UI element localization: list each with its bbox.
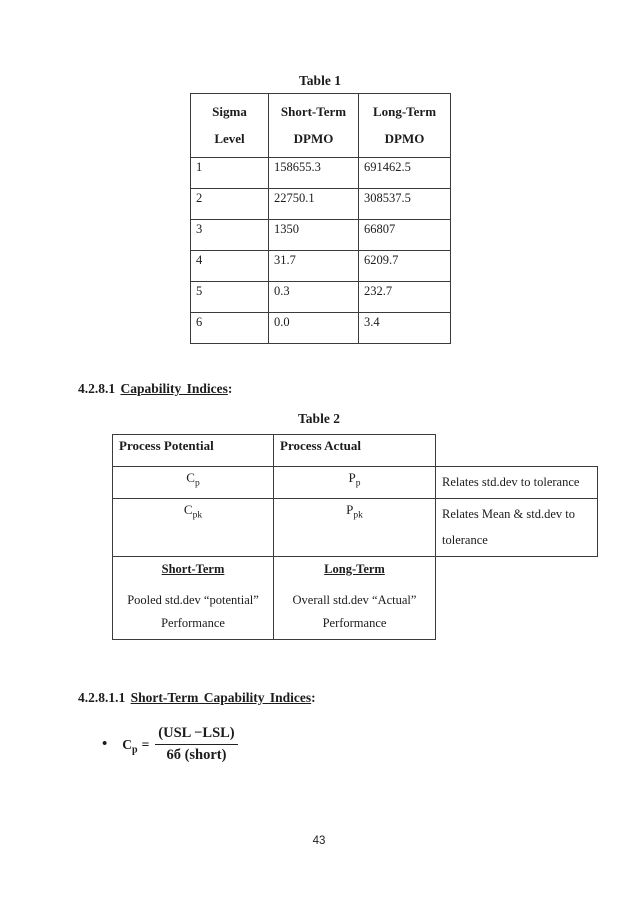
short-term-dpmo-cell: 1350: [268, 219, 359, 251]
short-term-dpmo-cell: 22750.1: [268, 188, 359, 220]
cp-formula: • Cp = (USL −LSL) 6б (short): [102, 725, 238, 764]
table1-header-row: Sigma Level Short-Term DPMO Long-Term DP…: [190, 93, 451, 158]
cp-symbol: C: [122, 736, 133, 752]
fraction-numerator: (USL −LSL): [155, 725, 238, 745]
section-number: 4.2.8.1.1: [78, 690, 126, 705]
long-term-dpmo-cell: 308537.5: [358, 188, 451, 220]
header-line: Level: [214, 131, 245, 146]
long-term-dpmo-cell: 6209.7: [358, 250, 451, 282]
short-term-dpmo-cell: 0.3: [268, 281, 359, 313]
sigma-level-cell: 2: [190, 188, 269, 220]
fraction-denominator: 6б (short): [166, 747, 227, 763]
section-title: Short-Term Capability Indices: [130, 690, 312, 705]
sigma-level-cell: 4: [190, 250, 269, 282]
ppk-subscript: pk: [353, 510, 363, 521]
formula-lhs: Cp: [122, 736, 138, 756]
cpk-symbol: C: [183, 502, 193, 517]
short-term-label: Short-Term: [161, 562, 225, 576]
table1-header-short-term-dpmo: Short-Term DPMO: [268, 93, 359, 158]
long-term-dpmo-cell: 66807: [358, 219, 451, 251]
footer-line: Performance: [161, 616, 225, 630]
table-row: 6 0.0 3.4: [190, 312, 451, 344]
footer-line: Pooled std.dev “potential”: [127, 593, 259, 607]
cp-symbol: C: [186, 470, 195, 485]
empty-cell: [436, 557, 598, 640]
header-line: Long-Term: [372, 104, 437, 119]
equals-sign: =: [141, 736, 150, 752]
table-row: 4 31.7 6209.7: [190, 250, 451, 282]
ppk-cell: Ppk: [273, 498, 436, 557]
table-row: Cpk Ppk Relates Mean & std.dev to tolera…: [112, 498, 598, 557]
header-line: DPMO: [384, 131, 425, 146]
cpk-subscript: pk: [192, 510, 203, 521]
header-line: Short-Term: [280, 104, 347, 119]
empty-cell: [436, 435, 598, 467]
long-term-dpmo-cell: 232.7: [358, 281, 451, 313]
section-number: 4.2.8.1: [78, 381, 116, 396]
long-term-dpmo-cell: 3.4: [358, 312, 451, 344]
short-term-footer-cell: Short-Term Pooled std.dev “potential” Pe…: [112, 556, 274, 640]
sigma-level-cell: 5: [190, 281, 269, 313]
sigma-level-cell: 3: [190, 219, 269, 251]
process-potential-header: Process Potential: [112, 434, 274, 467]
table2: Process Potential Process Actual Cp Pp R…: [112, 434, 598, 640]
table1-header-long-term-dpmo: Long-Term DPMO: [358, 93, 451, 158]
table-row: 3 1350 66807: [190, 219, 451, 251]
section-heading-short-term-capability-indices: 4.2.8.1.1 Short-Term Capability Indices:: [78, 690, 316, 706]
section-heading-capability-indices: 4.2.8.1 Capability Indices:: [78, 381, 232, 397]
note-cell: Relates Mean & std.dev to tolerance: [435, 498, 598, 557]
footer-line: Performance: [322, 616, 387, 630]
table-row: 1 158655.3 691462.5: [190, 157, 451, 189]
pp-cell: Pp: [273, 466, 436, 499]
header-line: Sigma: [212, 104, 247, 119]
section-title: Capability Indices: [120, 381, 228, 396]
short-term-dpmo-cell: 0.0: [268, 312, 359, 344]
cp-subscript: p: [194, 478, 200, 489]
table1: Sigma Level Short-Term DPMO Long-Term DP…: [190, 93, 451, 344]
table-row: Cp Pp Relates std.dev to tolerance: [112, 466, 598, 499]
fraction: (USL −LSL) 6б (short): [155, 725, 238, 764]
long-term-footer-cell: Long-Term Overall std.dev “Actual” Perfo…: [273, 556, 436, 640]
table1-header-sigma-level: Sigma Level: [190, 93, 269, 158]
table-row: 2 22750.1 308537.5: [190, 188, 451, 220]
header-line: DPMO: [293, 131, 334, 146]
table2-caption: Table 2: [298, 411, 340, 426]
section-colon: :: [227, 381, 233, 396]
cpk-cell: Cpk: [112, 498, 274, 557]
long-term-label: Long-Term: [324, 562, 385, 576]
long-term-dpmo-cell: 691462.5: [358, 157, 451, 189]
page-number: 43: [312, 835, 326, 847]
pp-symbol: P: [348, 470, 356, 485]
table2-footer-row: Short-Term Pooled std.dev “potential” Pe…: [112, 556, 598, 640]
short-term-dpmo-cell: 158655.3: [268, 157, 359, 189]
cp-subscript: p: [132, 744, 138, 756]
bullet-marker: •: [102, 736, 108, 752]
sigma-level-cell: 6: [190, 312, 269, 344]
table2-header-row: Process Potential Process Actual: [112, 434, 598, 467]
table1-caption: Table 1: [299, 73, 341, 88]
note-cell: Relates std.dev to tolerance: [435, 466, 598, 499]
footer-line: Overall std.dev “Actual”: [292, 593, 417, 607]
process-actual-header: Process Actual: [273, 434, 436, 467]
short-term-dpmo-cell: 31.7: [268, 250, 359, 282]
section-colon: :: [311, 690, 316, 705]
table-row: 5 0.3 232.7: [190, 281, 451, 313]
cp-cell: Cp: [112, 466, 274, 499]
pp-subscript: p: [355, 478, 361, 489]
sigma-level-cell: 1: [190, 157, 269, 189]
ppk-symbol: P: [346, 502, 354, 517]
